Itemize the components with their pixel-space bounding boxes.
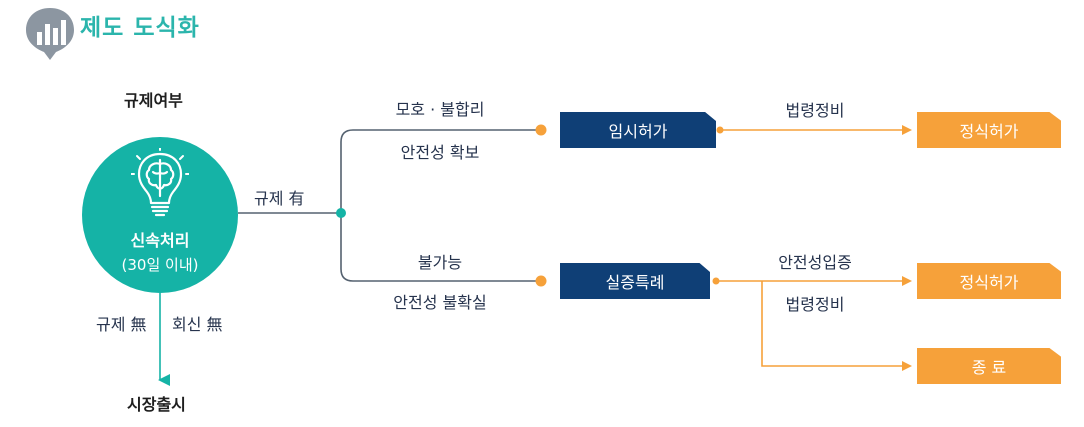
demonstration-exception-box: 실증특례 [560,263,710,299]
formal-permit-box-2: 정식허가 [917,263,1061,299]
safety-proven-label: 안전성입증 [778,253,852,272]
edge-demo-to-termination [761,281,912,371]
regulation-check-label: 규제여부 [124,91,183,110]
safety-uncertain-label: 안전성 불확실 [393,293,487,312]
temporary-permit-box: 임시허가 [560,112,716,148]
law-revision-label-2: 법령정비 [785,295,845,314]
law-revision-label-1: 법령정비 [785,101,845,120]
temp-out-dot [716,126,724,134]
upper-dot [535,124,547,136]
termination-box: 종 료 [917,348,1061,384]
reply-no-label: 회신 無 [172,315,223,334]
safety-secured-label: 안전성 확보 [400,143,480,162]
demo-out-dot [712,277,720,285]
regulation-no-label: 규제 無 [96,315,147,334]
page-title: 제도 도식화 [80,15,200,41]
fast-track-subtitle: (30일 이내) [121,256,199,274]
junction-dot [336,208,346,218]
edge-upper-branch [340,129,540,213]
ambiguous-label: 모호 · 불합리 [395,100,485,119]
formal-permit-box-1: 정식허가 [917,112,1061,148]
regulation-yes-label: 규제 有 [254,189,305,208]
market-launch-label: 시장출시 [127,395,186,414]
edge-lower-branch [340,213,540,282]
fast-track-title: 신속처리 [130,231,190,250]
impossible-label: 불가능 [417,253,463,272]
lower-dot [535,275,547,287]
map-pin-chart-icon [26,8,74,60]
lightbulb-brain-icon [131,148,189,217]
